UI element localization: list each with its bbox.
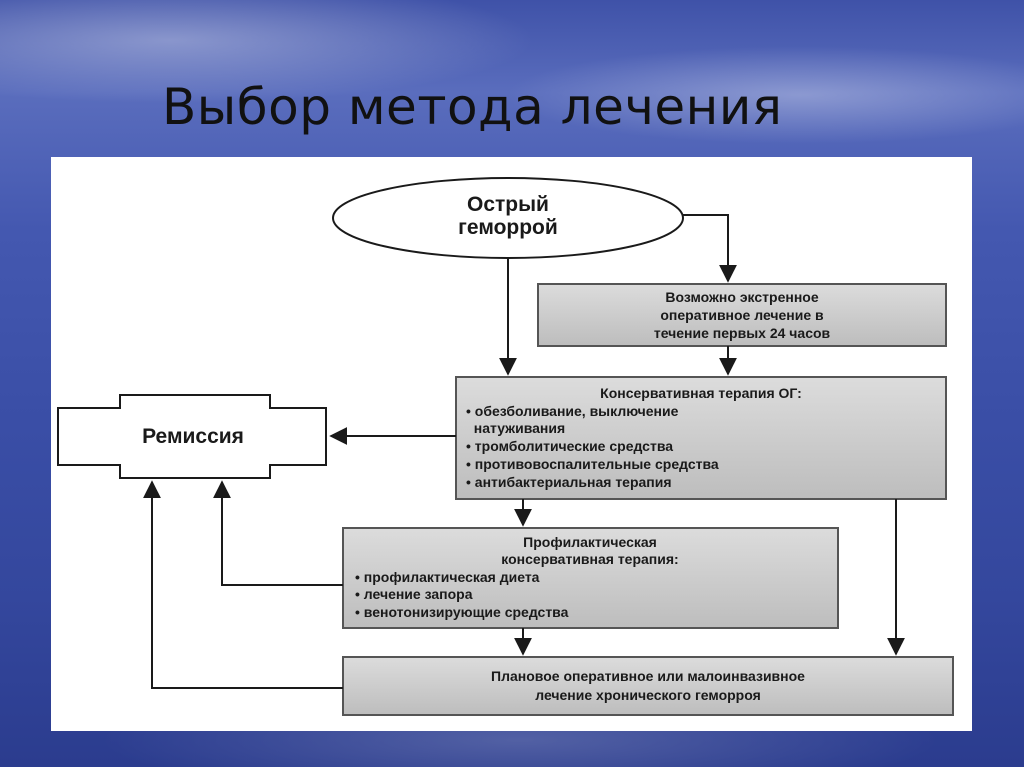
conservative-line-2: натуживания <box>466 420 565 436</box>
conservative-line-4: • противовоспалительные средства <box>466 456 719 472</box>
prophylactic-line-3: • профилактическая диета <box>355 569 540 585</box>
acute-line-2: геморрой <box>458 216 558 239</box>
prophylactic-line-1: Профилактическая <box>523 534 657 550</box>
prophylactic-line-5: • венотонизирующие средства <box>355 604 569 620</box>
conservative-heading: Консервативная терапия ОГ: <box>600 385 802 401</box>
prophylactic-line-4: • лечение запора <box>355 586 473 602</box>
node-planned-surgery: Плановое оперативное или малоинвазивное … <box>342 656 954 716</box>
emergency-line-3: течение первых 24 часов <box>654 325 831 341</box>
node-acute-hemorrhoid: Острый геморрой <box>332 177 684 259</box>
node-emergency-surgery: Возможно экстренное оперативное лечение … <box>537 283 947 347</box>
planned-line-1: Плановое оперативное или малоинвазивное <box>491 668 805 684</box>
conservative-line-1: • обезболивание, выключение <box>466 403 679 419</box>
slide-title: Выбор метода лечения <box>162 78 783 136</box>
emergency-line-1: Возможно экстренное <box>665 289 818 305</box>
arrow-acute-to-emergency <box>683 214 737 283</box>
prophylactic-line-2: консервативная терапия: <box>501 551 678 567</box>
arrow-planned-to-remission <box>143 480 343 689</box>
node-conservative-therapy: Консервативная терапия ОГ: • обезболиван… <box>455 376 947 500</box>
conservative-line-5: • антибактериальная терапия <box>466 474 672 490</box>
node-prophylactic-therapy: Профилактическая консервативная терапия:… <box>342 527 839 629</box>
arrow-prophylactic-to-remission <box>213 480 343 586</box>
conservative-line-3: • тромболитические средства <box>466 438 673 454</box>
planned-line-2: лечение хронического геморроя <box>535 687 761 703</box>
acute-line-1: Острый <box>467 193 549 216</box>
node-remission: Ремиссия <box>57 394 327 479</box>
remission-label: Ремиссия <box>142 425 244 448</box>
emergency-line-2: оперативное лечение в <box>660 307 824 323</box>
